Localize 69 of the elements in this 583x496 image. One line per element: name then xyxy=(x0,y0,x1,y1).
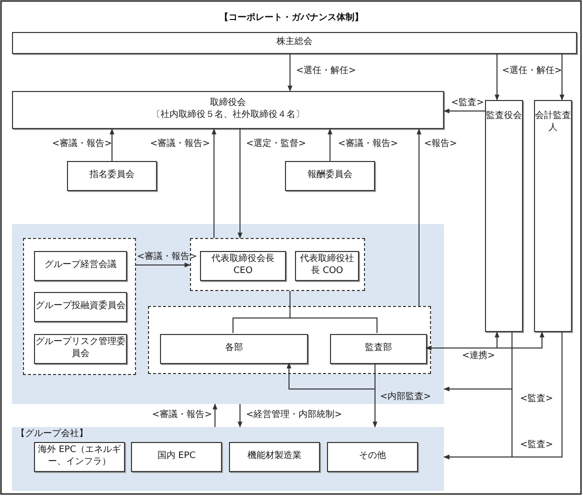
group-panel xyxy=(12,427,444,491)
group-panel xyxy=(12,224,444,404)
process-box xyxy=(327,442,418,472)
dashed-group-frame xyxy=(190,238,365,291)
node-label: 指名委員会 xyxy=(90,170,134,182)
edge-label: <内部監査> xyxy=(380,393,432,402)
process-box xyxy=(285,161,375,191)
edge-label: <監査> xyxy=(520,441,554,450)
node-label: 監査部 xyxy=(365,343,392,355)
edge-label: <審議・報告> xyxy=(150,140,210,149)
process-box xyxy=(34,251,127,281)
node-label: 取締役会 xyxy=(210,98,246,110)
arrow xyxy=(443,332,562,460)
node-label: 株主総会 xyxy=(276,37,312,49)
arrow xyxy=(286,362,376,390)
node-label: 報酬委員会 xyxy=(308,170,352,182)
node-label: グループリスク管理委員会 xyxy=(35,337,126,361)
node-label: 機能材製造業 xyxy=(248,451,302,463)
edge-label: <審議・報告> xyxy=(52,140,112,149)
arrow xyxy=(288,54,292,92)
node-label: 監査役会 xyxy=(486,111,522,123)
arrow xyxy=(443,108,486,114)
edge-label: <連携> xyxy=(462,352,496,361)
arrow xyxy=(328,128,332,162)
edge-label: <選任・解任> xyxy=(502,67,562,76)
edge-label: <報告> xyxy=(424,140,458,149)
tall-box xyxy=(485,100,523,332)
arrow xyxy=(425,331,544,350)
edge-label: <審議・報告> xyxy=(137,253,198,262)
arrow xyxy=(238,128,242,239)
diagram-title: 【コーポレート・ガバナンス体制】 xyxy=(220,13,364,23)
node-label: 代表取締役社長 COO xyxy=(299,254,355,278)
process-box xyxy=(34,292,127,322)
node-label: グループ経営会議 xyxy=(44,260,116,272)
process-box xyxy=(330,334,427,364)
process-box xyxy=(131,442,222,472)
node-label: 会計監査人 xyxy=(535,111,571,134)
node-label: 国内 EPC xyxy=(157,451,196,463)
edge-label: <経営管理・内部統制> xyxy=(246,411,342,420)
process-box xyxy=(67,161,157,191)
edge-label: <審議・報告> xyxy=(338,140,398,149)
edge-label: <審議・報告> xyxy=(152,411,212,420)
edge-label: <選定・監督> xyxy=(246,140,306,149)
arrow xyxy=(494,54,500,101)
edge-label: <監査> xyxy=(451,99,484,108)
edge-label: <監査> xyxy=(520,395,554,404)
node-label: 代表取締役会長 CEO xyxy=(210,254,276,278)
arrow xyxy=(416,128,422,306)
node-label: 各部 xyxy=(225,343,243,355)
tall-box xyxy=(534,100,572,332)
node-label: 海外 EPC（エネルギー、インフラ） xyxy=(36,445,122,469)
dashed-group-frame xyxy=(148,306,431,374)
arrow xyxy=(110,128,114,162)
dashed-group-frame xyxy=(23,238,136,375)
process-box xyxy=(229,442,320,472)
node-label: その他 xyxy=(359,451,386,463)
edge-label: <選任・解任> xyxy=(296,67,356,76)
arrow xyxy=(136,262,191,268)
process-box xyxy=(12,91,444,129)
arrow xyxy=(238,404,242,428)
node-label: 〔社内取締役５名、社外取締役４名〕 xyxy=(152,110,304,122)
process-box xyxy=(160,334,308,364)
arrow xyxy=(212,403,218,428)
arrow xyxy=(212,128,216,238)
node-label: 【グループ会社】 xyxy=(16,429,88,441)
process-box xyxy=(12,32,577,54)
node-label: グループ投融資委員会 xyxy=(36,301,126,313)
arrow xyxy=(560,54,564,101)
process-box xyxy=(200,251,286,281)
